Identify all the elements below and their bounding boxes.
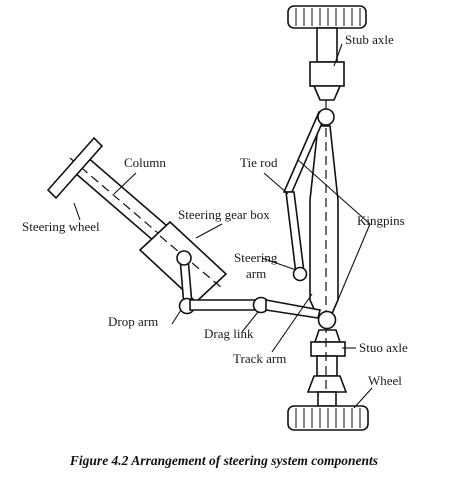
label-wheel: Wheel xyxy=(368,373,402,388)
label-stub-axle-bottom: Stuo axle xyxy=(359,340,408,355)
bottom-stub-axle xyxy=(306,329,348,407)
label-steering-wheel: Steering wheel xyxy=(22,219,100,234)
label-stub-axle-top: Stub axle xyxy=(345,32,394,47)
label-tie-rod: Tie rod xyxy=(240,155,278,170)
bottom-wheel xyxy=(287,405,369,431)
steering-arm xyxy=(292,266,308,282)
label-steering-arm-line1: Steering xyxy=(234,250,278,265)
figure-caption: Figure 4.2 Arrangement of steering syste… xyxy=(69,453,378,468)
label-drop-arm: Drop arm xyxy=(108,314,158,329)
label-track-arm: Track arm xyxy=(233,351,286,366)
leader-lines xyxy=(73,43,373,409)
label-kingpins: Kingpins xyxy=(357,213,405,228)
label-steering-arm-line2: arm xyxy=(246,266,266,281)
steering-wheel xyxy=(46,136,104,200)
label-drag-link: Drag link xyxy=(204,326,254,341)
top-wheel xyxy=(287,5,367,29)
label-steering-gear-box: Steering gear box xyxy=(178,207,270,222)
label-steering-arm: Steering arm xyxy=(234,250,281,281)
label-column: Column xyxy=(124,155,166,170)
kingpin-bottom xyxy=(317,310,337,330)
kingpin-top xyxy=(317,108,335,126)
drag-link xyxy=(189,296,321,319)
top-stub-axle xyxy=(309,27,345,101)
